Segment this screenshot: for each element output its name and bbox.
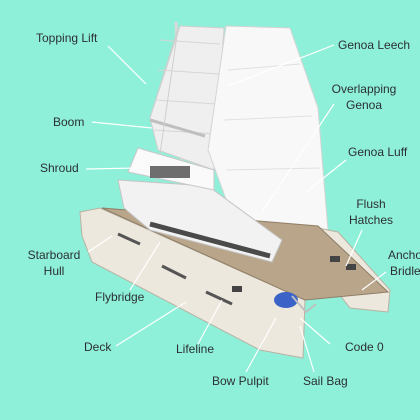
hull-windows [117, 232, 233, 306]
label-overlapping-genoa-line2: Genoa [345, 98, 383, 112]
label-genoa-leech: Genoa Leech [338, 38, 411, 52]
label-sail-bag: Sail Bag [303, 374, 348, 388]
label-bow-pulpit: Bow Pulpit [212, 374, 269, 388]
label-overlapping-genoa-line1: Overlapping [331, 82, 397, 96]
flybridge-console [150, 166, 190, 178]
mainsail-battens [153, 39, 221, 135]
label-flybridge: Flybridge [95, 290, 145, 304]
leader-overlapping-genoa [261, 103, 335, 213]
label-shroud: Shroud [40, 161, 79, 175]
leader-topping-lift [107, 45, 147, 85]
label-flush-hatches-line2: Hatches [348, 213, 394, 227]
leader-genoa-luff [305, 159, 347, 193]
label-starboard-hull-line1: Starboard [27, 248, 81, 262]
leader-code-0 [299, 317, 331, 345]
bow-pulpit-rail [291, 295, 317, 314]
leader-boom [91, 121, 153, 129]
hatch-a [330, 256, 340, 262]
boom-spar [149, 118, 206, 138]
leader-lines [85, 44, 387, 373]
label-starboard-hull-line2: Hull [43, 264, 65, 278]
label-lifeline: Lifeline [176, 342, 215, 356]
hatch-b [346, 264, 356, 270]
label-deck: Deck [84, 340, 112, 354]
label-topping-lift: Topping Lift [36, 31, 98, 45]
leader-shroud [85, 167, 139, 170]
leader-deck [115, 301, 187, 347]
cabin-windows [149, 221, 271, 259]
topping-lift-wire [149, 27, 179, 119]
label-anchor-bridle-line1: Anchor [388, 248, 420, 262]
leader-flush-hatches [345, 229, 363, 267]
leader-starboard-hull [87, 235, 113, 253]
leader-flybridge [129, 241, 161, 291]
label-genoa-luff: Genoa Luff [348, 145, 408, 159]
label-code-0: Code 0 [345, 340, 384, 354]
leader-bow-pulpit [245, 317, 277, 373]
label-flush-hatches-line1: Flush [356, 197, 386, 211]
hatch-c [232, 286, 242, 292]
label-boom: Boom [53, 115, 85, 129]
leader-anchor-bridle [361, 271, 387, 291]
starboard-hull-shape [79, 207, 306, 359]
genoa-seams [223, 63, 327, 233]
label-anchor-bridle-line2: Bridle [390, 264, 420, 278]
leader-genoa-leech [227, 44, 335, 87]
leader-lifeline [197, 299, 223, 345]
leader-sail-bag [299, 325, 315, 373]
